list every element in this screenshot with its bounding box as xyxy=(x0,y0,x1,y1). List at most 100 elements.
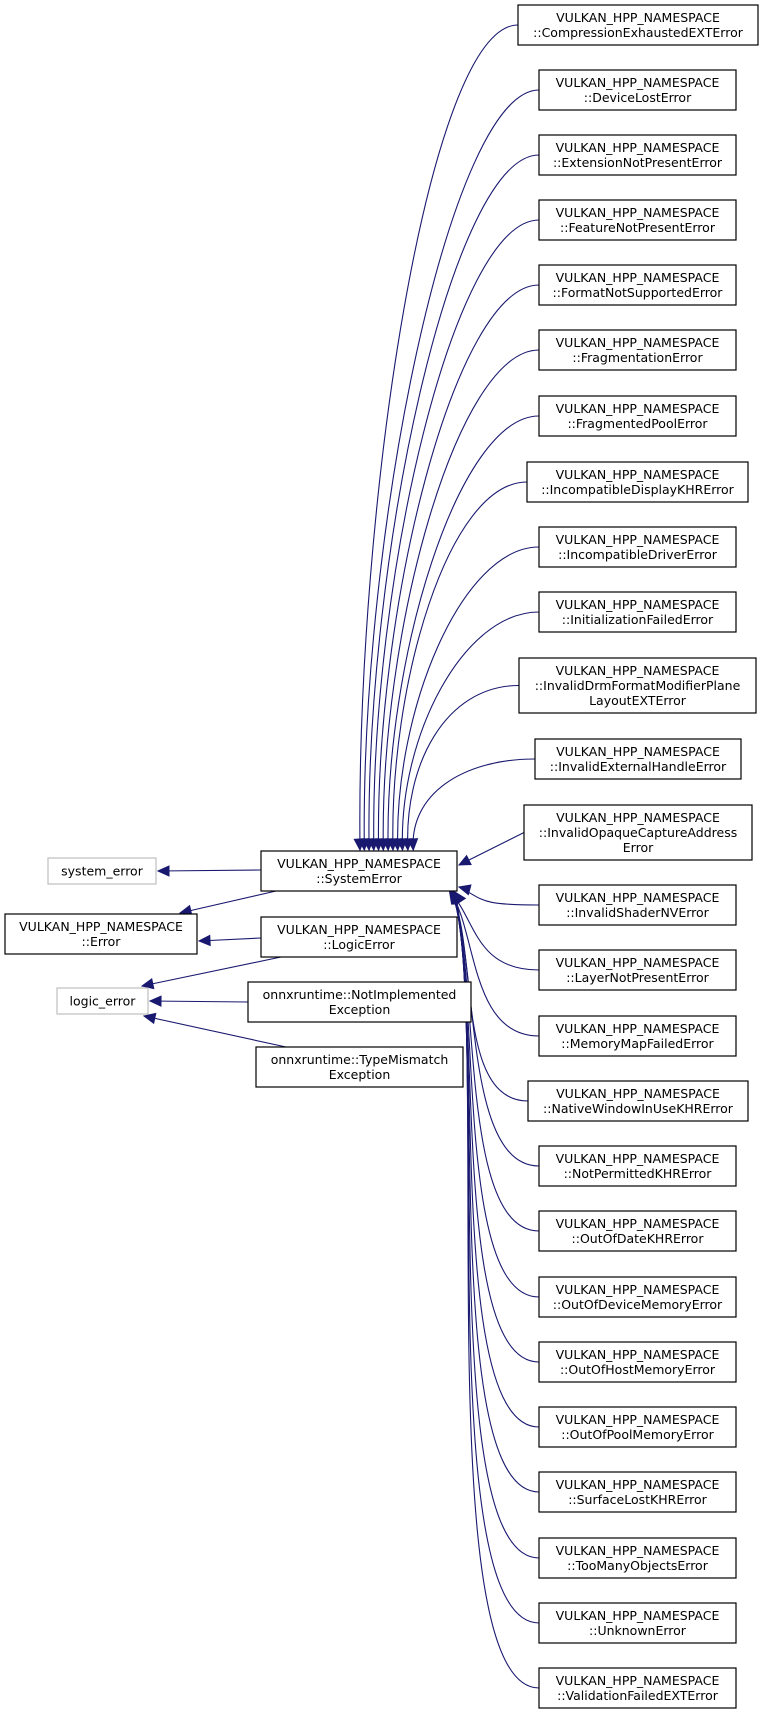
class-node-fragmented-pool[interactable]: VULKAN_HPP_NAMESPACE::FragmentedPoolErro… xyxy=(538,395,737,437)
class-node-box xyxy=(538,1145,737,1187)
edge-invalid-drm-to-system-error-vk xyxy=(407,684,520,851)
class-node-box xyxy=(538,264,737,306)
class-node-label: ::NotPermittedKHRError xyxy=(564,1166,713,1181)
class-node-system-error-vk[interactable]: VULKAN_HPP_NAMESPACE::SystemError xyxy=(260,850,458,892)
class-node-label: VULKAN_HPP_NAMESPACE xyxy=(556,1543,720,1558)
class-node-label: ::NativeWindowInUseKHRError xyxy=(543,1101,734,1116)
edge-incompatible-display-to-system-error-vk xyxy=(392,481,528,851)
class-node-label: ::TooManyObjectsError xyxy=(567,1558,709,1573)
class-node-not-permitted[interactable]: VULKAN_HPP_NAMESPACE::NotPermittedKHRErr… xyxy=(538,1145,737,1187)
class-node-invalid-drm[interactable]: VULKAN_HPP_NAMESPACE::InvalidDrmFormatMo… xyxy=(518,657,757,714)
class-node-label: ::ExtensionNotPresentError xyxy=(553,155,723,170)
class-node-label: VULKAN_HPP_NAMESPACE xyxy=(556,1021,720,1036)
class-node-label: VULKAN_HPP_NAMESPACE xyxy=(556,1282,720,1297)
class-node-unknown[interactable]: VULKAN_HPP_NAMESPACE::UnknownError xyxy=(538,1602,737,1644)
class-node-label: Exception xyxy=(329,1067,391,1082)
class-node-label: ::OutOfPoolMemoryError xyxy=(561,1427,714,1442)
class-node-label: Error xyxy=(623,840,654,855)
edge-format-not-supported-to-system-error-vk xyxy=(377,284,540,851)
class-node-box xyxy=(538,1015,737,1057)
class-node-native-window-in-use[interactable]: VULKAN_HPP_NAMESPACE::NativeWindowInUseK… xyxy=(527,1080,749,1122)
edge-type-mismatch-to-logic-error xyxy=(143,1015,287,1048)
class-node-box xyxy=(538,949,737,991)
class-node-label: VULKAN_HPP_NAMESPACE xyxy=(19,919,183,934)
class-node-label: ::OutOfDeviceMemoryError xyxy=(553,1297,723,1312)
class-node-fragmentation[interactable]: VULKAN_HPP_NAMESPACE::FragmentationError xyxy=(538,329,737,371)
edge-device-lost-to-system-error-vk xyxy=(363,89,540,851)
class-node-label: ::IncompatibleDisplayKHRError xyxy=(541,482,734,497)
class-node-box xyxy=(255,1046,464,1088)
class-node-box xyxy=(538,1602,737,1644)
class-node-surface-lost[interactable]: VULKAN_HPP_NAMESPACE::SurfaceLostKHRErro… xyxy=(538,1471,737,1513)
class-node-label: VULKAN_HPP_NAMESPACE xyxy=(556,532,720,547)
class-node-label: VULKAN_HPP_NAMESPACE xyxy=(556,467,720,482)
class-node-memory-map-failed[interactable]: VULKAN_HPP_NAMESPACE::MemoryMapFailedErr… xyxy=(538,1015,737,1057)
class-node-vk-error[interactable]: VULKAN_HPP_NAMESPACE::Error xyxy=(4,913,198,955)
class-node-box xyxy=(538,1537,737,1579)
class-node-label: VULKAN_HPP_NAMESPACE xyxy=(556,205,720,220)
class-node-invalid-external-handle[interactable]: VULKAN_HPP_NAMESPACE::InvalidExternalHan… xyxy=(534,738,742,780)
class-node-box xyxy=(538,1667,737,1709)
class-node-label: ::InitializationFailedError xyxy=(562,612,714,627)
class-node-incompatible-display[interactable]: VULKAN_HPP_NAMESPACE::IncompatibleDispla… xyxy=(526,461,749,503)
class-node-box xyxy=(517,4,759,46)
class-node-out-of-date[interactable]: VULKAN_HPP_NAMESPACE::OutOfDateKHRError xyxy=(538,1210,737,1252)
class-node-label: VULKAN_HPP_NAMESPACE xyxy=(556,1477,720,1492)
class-node-invalid-shader-nv[interactable]: VULKAN_HPP_NAMESPACE::InvalidShaderNVErr… xyxy=(538,884,737,926)
class-node-label: ::MemoryMapFailedError xyxy=(561,1036,714,1051)
class-node-out-of-device-memory[interactable]: VULKAN_HPP_NAMESPACE::OutOfDeviceMemoryE… xyxy=(538,1276,737,1318)
class-node-label: LayoutEXTError xyxy=(589,693,687,708)
class-node-box xyxy=(4,913,198,955)
class-node-box xyxy=(538,1406,737,1448)
class-node-device-lost[interactable]: VULKAN_HPP_NAMESPACE::DeviceLostError xyxy=(538,69,737,111)
class-node-logic-error[interactable]: logic_error xyxy=(56,987,149,1015)
class-node-label: ::InvalidOpaqueCaptureAddress xyxy=(539,825,737,840)
edge-not-implemented-to-logic-error-arrowhead xyxy=(148,995,162,1007)
class-node-box xyxy=(526,461,749,503)
class-node-extension-not-present[interactable]: VULKAN_HPP_NAMESPACE::ExtensionNotPresen… xyxy=(538,134,737,176)
class-node-label: ::FragmentedPoolError xyxy=(567,416,708,431)
class-node-label: VULKAN_HPP_NAMESPACE xyxy=(556,401,720,416)
class-node-box xyxy=(538,1471,737,1513)
edge-fragmentation-to-system-error-vk xyxy=(382,349,540,851)
class-node-box xyxy=(47,857,157,885)
class-node-box xyxy=(538,1210,737,1252)
class-node-label: VULKAN_HPP_NAMESPACE xyxy=(277,856,441,871)
class-node-incompatible-driver[interactable]: VULKAN_HPP_NAMESPACE::IncompatibleDriver… xyxy=(538,526,737,568)
class-node-label: ::CompressionExhaustedEXTError xyxy=(533,25,744,40)
class-node-compression-exhausted[interactable]: VULKAN_HPP_NAMESPACE::CompressionExhaust… xyxy=(517,4,759,46)
class-node-label: VULKAN_HPP_NAMESPACE xyxy=(556,140,720,155)
class-node-box xyxy=(538,134,737,176)
class-node-label: VULKAN_HPP_NAMESPACE xyxy=(556,810,720,825)
edge-type-mismatch-to-logic-error-arrowhead xyxy=(142,1012,157,1025)
edge-logic-error-vk-to-logic-error xyxy=(141,956,282,987)
class-node-system-error[interactable]: system_error xyxy=(47,857,157,885)
class-node-layer-not-present[interactable]: VULKAN_HPP_NAMESPACE::LayerNotPresentErr… xyxy=(538,949,737,991)
edge-validation-failed-to-system-error-vk-arrowhead xyxy=(454,890,467,905)
class-node-logic-error-vk[interactable]: VULKAN_HPP_NAMESPACE::LogicError xyxy=(260,916,458,958)
class-node-label: VULKAN_HPP_NAMESPACE xyxy=(556,1086,720,1101)
class-node-box xyxy=(527,1080,749,1122)
class-node-label: Exception xyxy=(329,1002,391,1017)
class-node-out-of-host-memory[interactable]: VULKAN_HPP_NAMESPACE::OutOfHostMemoryErr… xyxy=(538,1341,737,1383)
class-node-label: ::InvalidShaderNVError xyxy=(566,905,709,920)
class-node-format-not-supported[interactable]: VULKAN_HPP_NAMESPACE::FormatNotSupported… xyxy=(538,264,737,306)
class-node-feature-not-present[interactable]: VULKAN_HPP_NAMESPACE::FeatureNotPresentE… xyxy=(538,199,737,241)
class-node-label: onnxruntime::TypeMismatch xyxy=(271,1052,449,1067)
class-node-box xyxy=(538,526,737,568)
edge-fragmented-pool-to-system-error-vk xyxy=(387,415,540,851)
edge-invalid-external-handle-to-system-error-vk-arrowhead xyxy=(406,838,419,852)
class-node-invalid-opaque-capture[interactable]: VULKAN_HPP_NAMESPACE::InvalidOpaqueCaptu… xyxy=(523,804,753,861)
class-node-box xyxy=(538,395,737,437)
nodes-layer: system_errorVULKAN_HPP_NAMESPACE::Errorl… xyxy=(4,4,759,1709)
class-node-too-many-objects[interactable]: VULKAN_HPP_NAMESPACE::TooManyObjectsErro… xyxy=(538,1537,737,1579)
class-node-out-of-pool-memory[interactable]: VULKAN_HPP_NAMESPACE::OutOfPoolMemoryErr… xyxy=(538,1406,737,1448)
class-node-validation-failed[interactable]: VULKAN_HPP_NAMESPACE::ValidationFailedEX… xyxy=(538,1667,737,1709)
class-node-label: onnxruntime::NotImplemented xyxy=(263,987,457,1002)
class-node-initialization-failed[interactable]: VULKAN_HPP_NAMESPACE::InitializationFail… xyxy=(538,591,737,633)
class-node-label: ::UnknownError xyxy=(589,1623,687,1638)
